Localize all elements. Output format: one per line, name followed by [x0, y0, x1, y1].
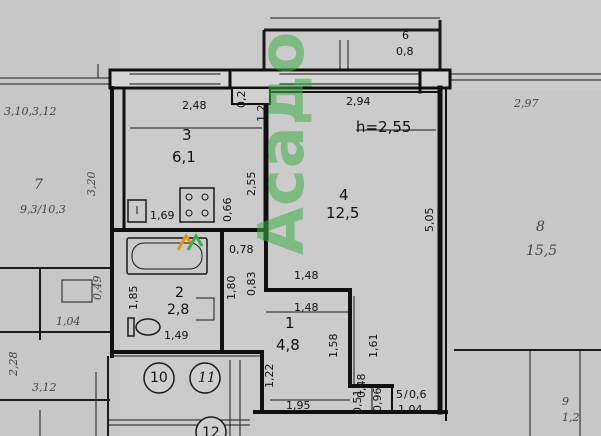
stove-icon: [179, 187, 215, 223]
dim-wall-stub-2: 1,2: [255, 104, 268, 123]
dim-kitchen-bottom-mid: 0,66: [221, 197, 234, 223]
circle-10-label: 10: [150, 370, 168, 386]
dim-corridor-right-vert-b: 1,58: [327, 333, 340, 359]
neighbor-room-7-area: 9,3/10,3: [20, 203, 66, 216]
room-5-number: 5: [396, 388, 403, 401]
dim-corridor-mid: 1,48: [294, 301, 319, 314]
dim-left-top: 3,10,3,12: [4, 105, 57, 118]
neighbor-room-7-number: 7: [34, 177, 43, 193]
toilet-icon: [127, 317, 161, 337]
dim-kitchen-vert: 2,55: [245, 171, 258, 197]
dim-kitchen-bottom-left: 1,69: [150, 209, 175, 222]
dim-small-d: 0,96: [371, 387, 384, 413]
circle-11-label: 11: [198, 370, 216, 386]
room-2-area: 2,8: [167, 302, 190, 318]
dim-left-vert: 3,20: [85, 171, 98, 197]
ceiling-height-label: h=2,55: [356, 118, 412, 136]
neighbor-room-9-area: 1,2: [562, 411, 580, 424]
balcony-outline: [262, 17, 442, 72]
dim-kitchen-top: 2,48: [182, 99, 207, 112]
neighbor-room-8-area: 15,5: [526, 243, 558, 259]
room-5-area: 0,6: [409, 388, 427, 401]
neighbor-room-8-number: 8: [536, 219, 545, 235]
room-3-area: 6,1: [172, 148, 196, 166]
dim-left-small: 1,04: [56, 315, 81, 328]
apartment-walls: [108, 68, 452, 421]
dim-bath-left-vert: 1,85: [127, 285, 140, 311]
shaft-circles: [143, 362, 227, 436]
neighbor-room-9-number: 9: [562, 395, 569, 408]
dim-corridor-right-vert-a: 1,61: [367, 333, 380, 359]
room-4-area: 12,5: [326, 204, 360, 222]
dim-small-c: 1,04: [398, 403, 423, 416]
sink-icon: [127, 199, 147, 223]
watermark-text: Асадо: [245, 30, 318, 255]
dim-corridor-top: 1,48: [294, 269, 319, 282]
room-1-area: 4,8: [276, 336, 300, 354]
room-2-number: 2: [175, 285, 184, 301]
dim-hall-left-vert: 1,22: [263, 363, 276, 389]
dim-bath-bottom: 1,49: [164, 329, 189, 342]
dim-bath-right-top: 0,78: [229, 243, 254, 256]
dim-main-top: 2,94: [346, 95, 371, 108]
room-6-number: 6: [402, 29, 409, 42]
dim-hall-bottom: 1,95: [286, 399, 311, 412]
dim-right-top: 2,97: [514, 97, 539, 110]
dim-small-b: 0,51: [351, 389, 364, 415]
dim-left-lower-vert: 2,28: [7, 351, 20, 377]
watermark-logo-icon: [176, 233, 204, 251]
dim-wall-stub: 0,2: [235, 90, 248, 109]
dim-left-small-2: 0,49: [91, 275, 104, 301]
room-4-number: 4: [339, 186, 349, 204]
room-3-number: 3: [182, 126, 192, 144]
circle-12-label: 12: [202, 425, 220, 436]
bathtub-icon: [126, 237, 208, 275]
washbasin-icon: [196, 297, 215, 321]
dim-left-lower: 3,12: [32, 381, 57, 394]
room-1-number: 1: [285, 314, 295, 332]
dim-bath-vert: 1,80: [225, 275, 238, 301]
room-6-area: 0,8: [396, 45, 414, 58]
dim-main-right-vert: 5,05: [423, 207, 436, 233]
dim-corridor-vert: 0,83: [245, 271, 258, 297]
